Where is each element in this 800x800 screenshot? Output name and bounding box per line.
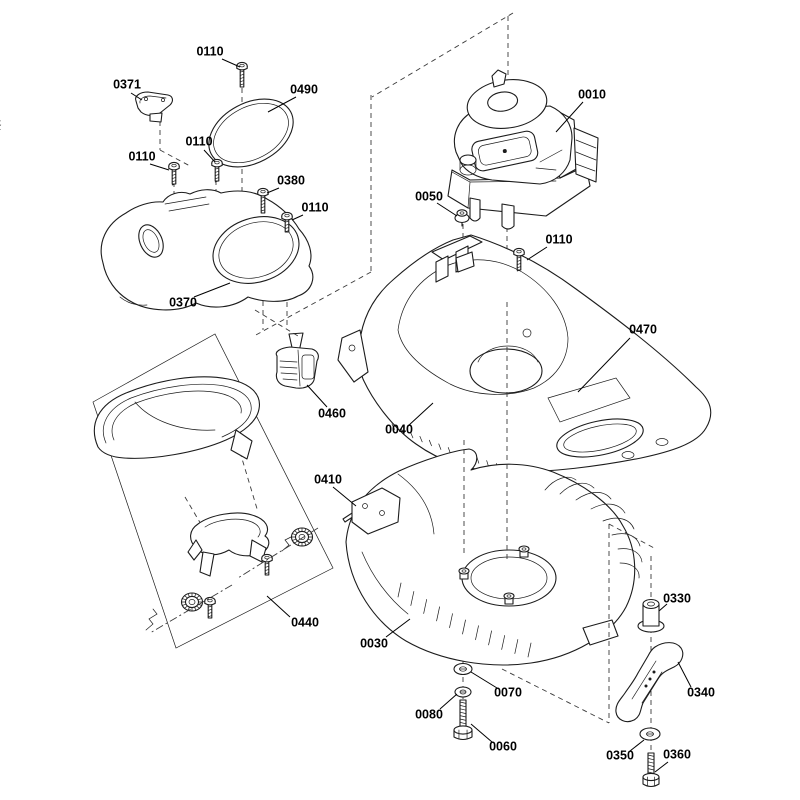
part-number-label: 0470 [629, 322, 657, 336]
part-number-label: 0010 [578, 87, 606, 101]
part-number-labels: 0110 0371 0490 0110 0110 0380 0110 0010 0050 0110… [113, 44, 715, 762]
part-number-label: 0440 [291, 615, 319, 629]
screw-icon [513, 247, 525, 272]
part-0460-insert [275, 332, 319, 389]
label-leader-line [193, 282, 231, 298]
part-number-label: 0040 [385, 422, 413, 436]
part-number-label: 0490 [290, 82, 318, 96]
part-number-label: 0060 [489, 739, 517, 753]
part-0490-grille-disc [0, 98, 294, 168]
assembly-axes-front [149, 302, 657, 724]
bolt-icon [642, 752, 660, 788]
label-leader-line [677, 661, 692, 688]
part-0040-upper-deck [337, 234, 712, 473]
deck-bolt-icon [458, 567, 470, 580]
washer-icon [639, 727, 661, 741]
label-leader-line [221, 58, 241, 68]
part-number-label: 0350 [606, 748, 634, 762]
label-leader-line [629, 739, 645, 752]
screw-icon [211, 158, 223, 183]
label-leader-line [267, 96, 297, 113]
part-0440-grassbox [93, 376, 294, 631]
part-number-label: 0110 [196, 44, 223, 58]
label-leader-line [130, 92, 143, 101]
label-leader-line [149, 163, 170, 171]
label-leader-line [658, 603, 668, 612]
label-leader-line [407, 402, 434, 427]
part-0030-lower-deck [345, 448, 643, 666]
washer-icon [454, 686, 472, 698]
part-0371-plate [135, 91, 173, 123]
deck-bolt-icon [518, 545, 530, 558]
screw-icon [281, 211, 293, 233]
screw-icon [204, 596, 216, 619]
screw-icon [168, 161, 180, 186]
part-number-label: 0110 [185, 134, 212, 148]
section-boundary-0440 [92, 333, 334, 649]
label-leader-line [577, 337, 631, 393]
part-number-label: 0370 [169, 295, 197, 309]
label-leader-line [470, 671, 498, 689]
part-0370-engine-cover [100, 189, 314, 311]
label-leader-line [332, 486, 357, 507]
knob-icon [180, 592, 204, 612]
part-number-label: 0460 [318, 406, 346, 420]
label-leader-line [654, 761, 669, 773]
label-leader-line [526, 246, 548, 261]
fasteners [168, 61, 661, 788]
part-0340-blade [615, 642, 684, 723]
label-leader-line [470, 723, 493, 743]
bolt-icon [453, 699, 473, 741]
part-number-label: 0360 [663, 747, 691, 761]
part-number-label: 0070 [494, 685, 522, 699]
part-0010-engine [447, 69, 599, 230]
part-number-label: 0330 [663, 591, 691, 605]
washer-icon [453, 662, 473, 676]
knob-icon [290, 527, 314, 547]
part-number-label: 0340 [687, 685, 715, 699]
deck-bolt-icon [503, 592, 515, 605]
screw-icon [257, 187, 269, 214]
leader-lines [130, 58, 692, 773]
part-number-label: 0110 [301, 200, 328, 214]
part-number-label: 0110 [545, 232, 572, 246]
part-number-label: 0410 [314, 472, 342, 486]
label-leader-line [436, 202, 458, 217]
part-number-label: 0110 [128, 149, 155, 163]
label-leader-line [266, 595, 291, 618]
label-leader-line [555, 101, 584, 133]
label-leader-line [306, 384, 328, 408]
label-leader-line [385, 618, 411, 638]
part-number-label: 0050 [415, 189, 443, 203]
part-number-label: 0080 [415, 707, 443, 721]
part-number-label: 0030 [360, 636, 388, 650]
label-leader-line [439, 693, 458, 710]
label-leader-line [203, 149, 216, 163]
part-number-label: 0380 [277, 173, 305, 187]
label-leader-line [291, 214, 304, 221]
label-leader-line [266, 187, 280, 194]
part-0330-blade-adapter [637, 598, 665, 633]
part-number-label: 0371 [113, 77, 141, 91]
screw-washer-icon [454, 209, 470, 227]
